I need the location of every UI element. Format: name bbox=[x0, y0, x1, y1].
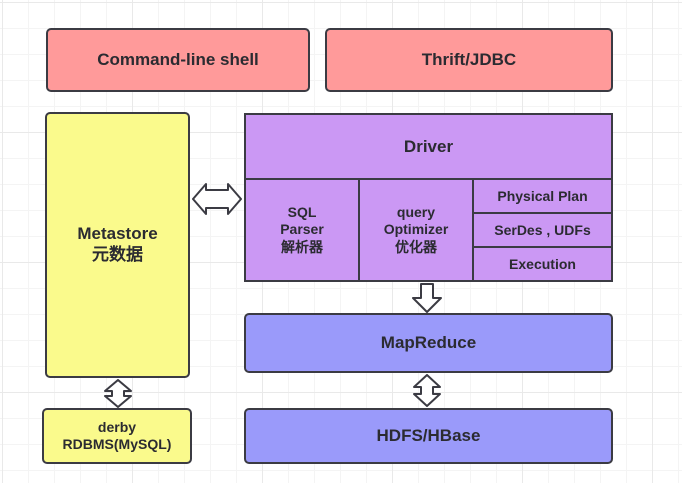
double-arrow-vertical-icon bbox=[104, 379, 132, 408]
driver-subcomponents: SQL Parser 解析器 query Optimizer 优化器 Physi… bbox=[246, 180, 611, 280]
node-hdfs-hbase[interactable]: HDFS/HBase bbox=[244, 408, 613, 464]
node-physical-plan-label: Physical Plan bbox=[497, 188, 588, 204]
double-arrow-vertical-icon bbox=[413, 374, 441, 407]
node-mapreduce-label: MapReduce bbox=[380, 332, 477, 352]
double-arrow-horizontal-icon bbox=[192, 183, 242, 215]
node-serdes-udfs[interactable]: SerDes , UDFs bbox=[474, 214, 611, 248]
node-query-optimizer-label: query Optimizer 优化器 bbox=[383, 203, 449, 255]
node-execution-label: Execution bbox=[509, 256, 576, 272]
node-derby-rdbms[interactable]: derby RDBMS(MySQL) bbox=[42, 408, 192, 464]
node-metastore-label: Metastore 元数据 bbox=[77, 224, 158, 264]
arrow-down-icon bbox=[412, 283, 442, 313]
node-driver-label: Driver bbox=[403, 136, 454, 156]
node-mapreduce[interactable]: MapReduce bbox=[244, 313, 613, 373]
node-command-line-shell[interactable]: Command-line shell bbox=[46, 28, 310, 92]
node-thrift-jdbc[interactable]: Thrift/JDBC bbox=[325, 28, 613, 92]
node-thrift-jdbc-label: Thrift/JDBC bbox=[421, 49, 517, 69]
node-hdfs-hbase-label: HDFS/HBase bbox=[376, 425, 481, 445]
node-derby-rdbms-label: derby RDBMS(MySQL) bbox=[62, 418, 172, 452]
node-metastore[interactable]: Metastore 元数据 bbox=[45, 112, 190, 378]
driver-execution-stack: Physical Plan SerDes , UDFs Execution bbox=[474, 180, 611, 280]
node-physical-plan[interactable]: Physical Plan bbox=[474, 180, 611, 214]
node-sql-parser-label: SQL Parser 解析器 bbox=[280, 203, 324, 255]
node-command-line-shell-label: Command-line shell bbox=[97, 49, 259, 69]
node-driver-header: Driver bbox=[246, 115, 611, 180]
node-driver-group[interactable]: Driver SQL Parser 解析器 query Optimizer 优化… bbox=[244, 113, 613, 282]
node-execution[interactable]: Execution bbox=[474, 248, 611, 280]
node-query-optimizer[interactable]: query Optimizer 优化器 bbox=[360, 180, 474, 280]
node-sql-parser[interactable]: SQL Parser 解析器 bbox=[246, 180, 360, 280]
node-serdes-udfs-label: SerDes , UDFs bbox=[494, 222, 591, 238]
